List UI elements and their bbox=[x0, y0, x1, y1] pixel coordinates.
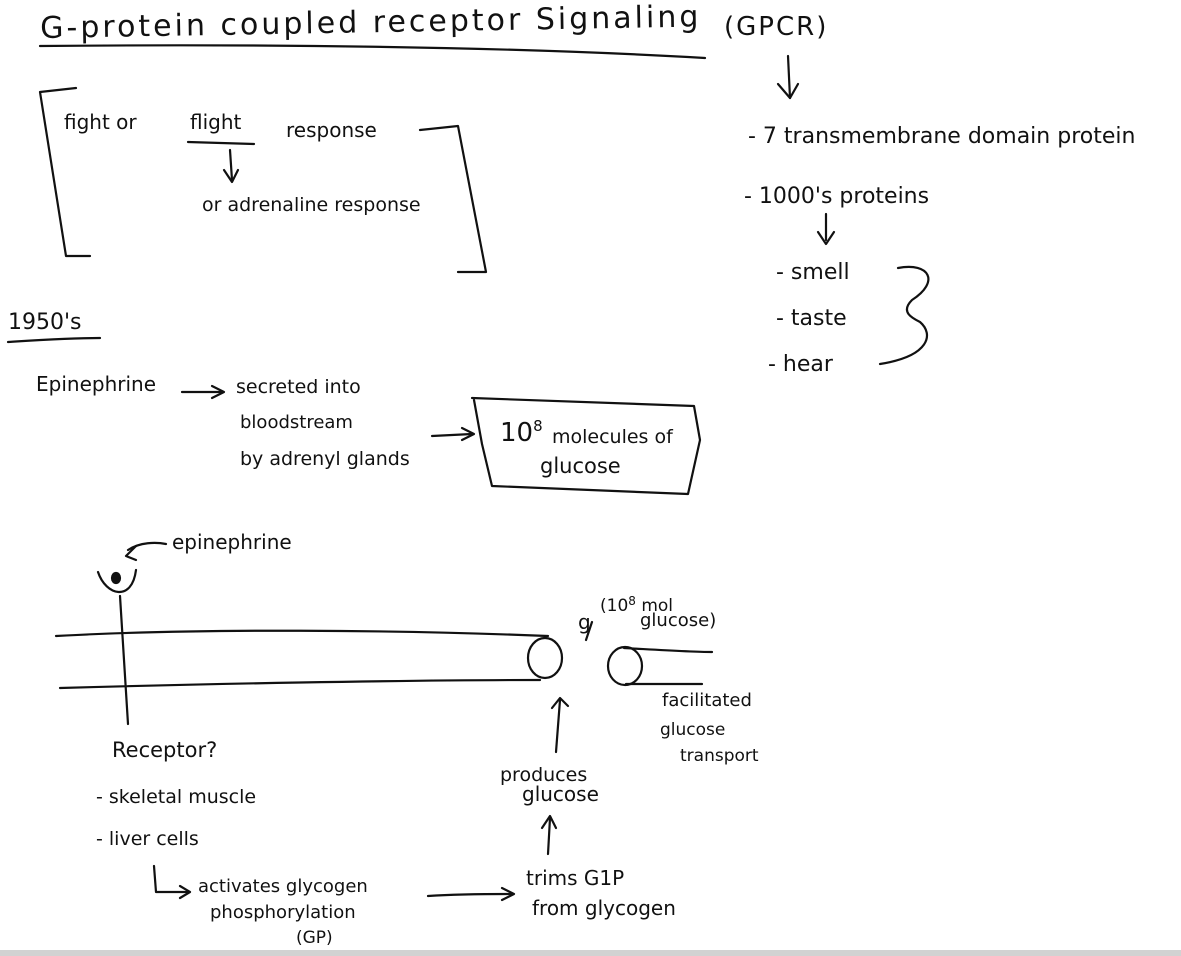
count-g: g bbox=[578, 610, 591, 634]
secreted-line-2: bloodstream bbox=[240, 412, 353, 433]
epinephrine-label: Epinephrine bbox=[36, 372, 156, 396]
tube-end-left bbox=[526, 636, 564, 680]
glucose-count-base: 108 bbox=[500, 417, 543, 448]
glucose-count-text: molecules of bbox=[552, 426, 673, 448]
title-abbreviation: (GPCR) bbox=[724, 12, 829, 42]
secreted-line-1: secreted into bbox=[236, 376, 361, 398]
tube-end-right bbox=[606, 645, 644, 687]
epinephrine-dot bbox=[110, 571, 122, 585]
count-line-1: (108 mol bbox=[600, 594, 673, 616]
count-line-2: glucose) bbox=[640, 610, 717, 631]
adrenaline-response: or adrenaline response bbox=[202, 194, 421, 216]
flight-label: flight bbox=[190, 110, 242, 134]
receptor-label: Receptor? bbox=[112, 738, 218, 762]
activates-line-3: (GP) bbox=[296, 928, 333, 948]
era-heading: 1950's bbox=[8, 310, 82, 335]
trims-line-2: from glycogen bbox=[532, 896, 676, 920]
activates-line-2: phosphorylation bbox=[210, 902, 356, 923]
trims-line-1: trims G1P bbox=[526, 866, 625, 890]
secreted-line-3: by adrenyl glands bbox=[240, 448, 410, 470]
protein-count-note: - 1000's proteins bbox=[744, 184, 930, 209]
bottom-scroll-edge bbox=[0, 950, 1181, 956]
senses-brace bbox=[878, 265, 930, 366]
ligand-label: epinephrine bbox=[172, 530, 292, 554]
transport-line-1: facilitated bbox=[662, 690, 752, 711]
title-underline bbox=[38, 44, 707, 60]
site-liver-cells: - liver cells bbox=[96, 828, 199, 850]
fight-label: fight or bbox=[64, 110, 137, 134]
glucose-count-glucose: glucose bbox=[540, 454, 621, 478]
transport-line-3: transport bbox=[680, 746, 759, 766]
sense-taste: - taste bbox=[776, 306, 847, 331]
receptor-cup bbox=[96, 568, 138, 594]
activates-line-1: activates glycogen bbox=[198, 876, 368, 897]
site-skeletal-muscle: - skeletal muscle bbox=[96, 786, 257, 808]
page-title: G-protein coupled receptor Signaling bbox=[39, 0, 702, 46]
right-bracket bbox=[418, 124, 488, 274]
membrane-top bbox=[54, 629, 550, 638]
produces-line-1: produces bbox=[500, 764, 588, 786]
transmembrane-note: - 7 transmembrane domain protein bbox=[748, 124, 1136, 149]
transport-line-2: glucose bbox=[660, 720, 726, 740]
response-label: response bbox=[286, 118, 377, 142]
sense-smell: - smell bbox=[776, 260, 850, 285]
membrane-bottom bbox=[58, 678, 542, 690]
receptor-stem bbox=[118, 594, 130, 726]
produces-line-2: glucose bbox=[522, 782, 599, 806]
sense-hear: - hear bbox=[768, 352, 833, 377]
